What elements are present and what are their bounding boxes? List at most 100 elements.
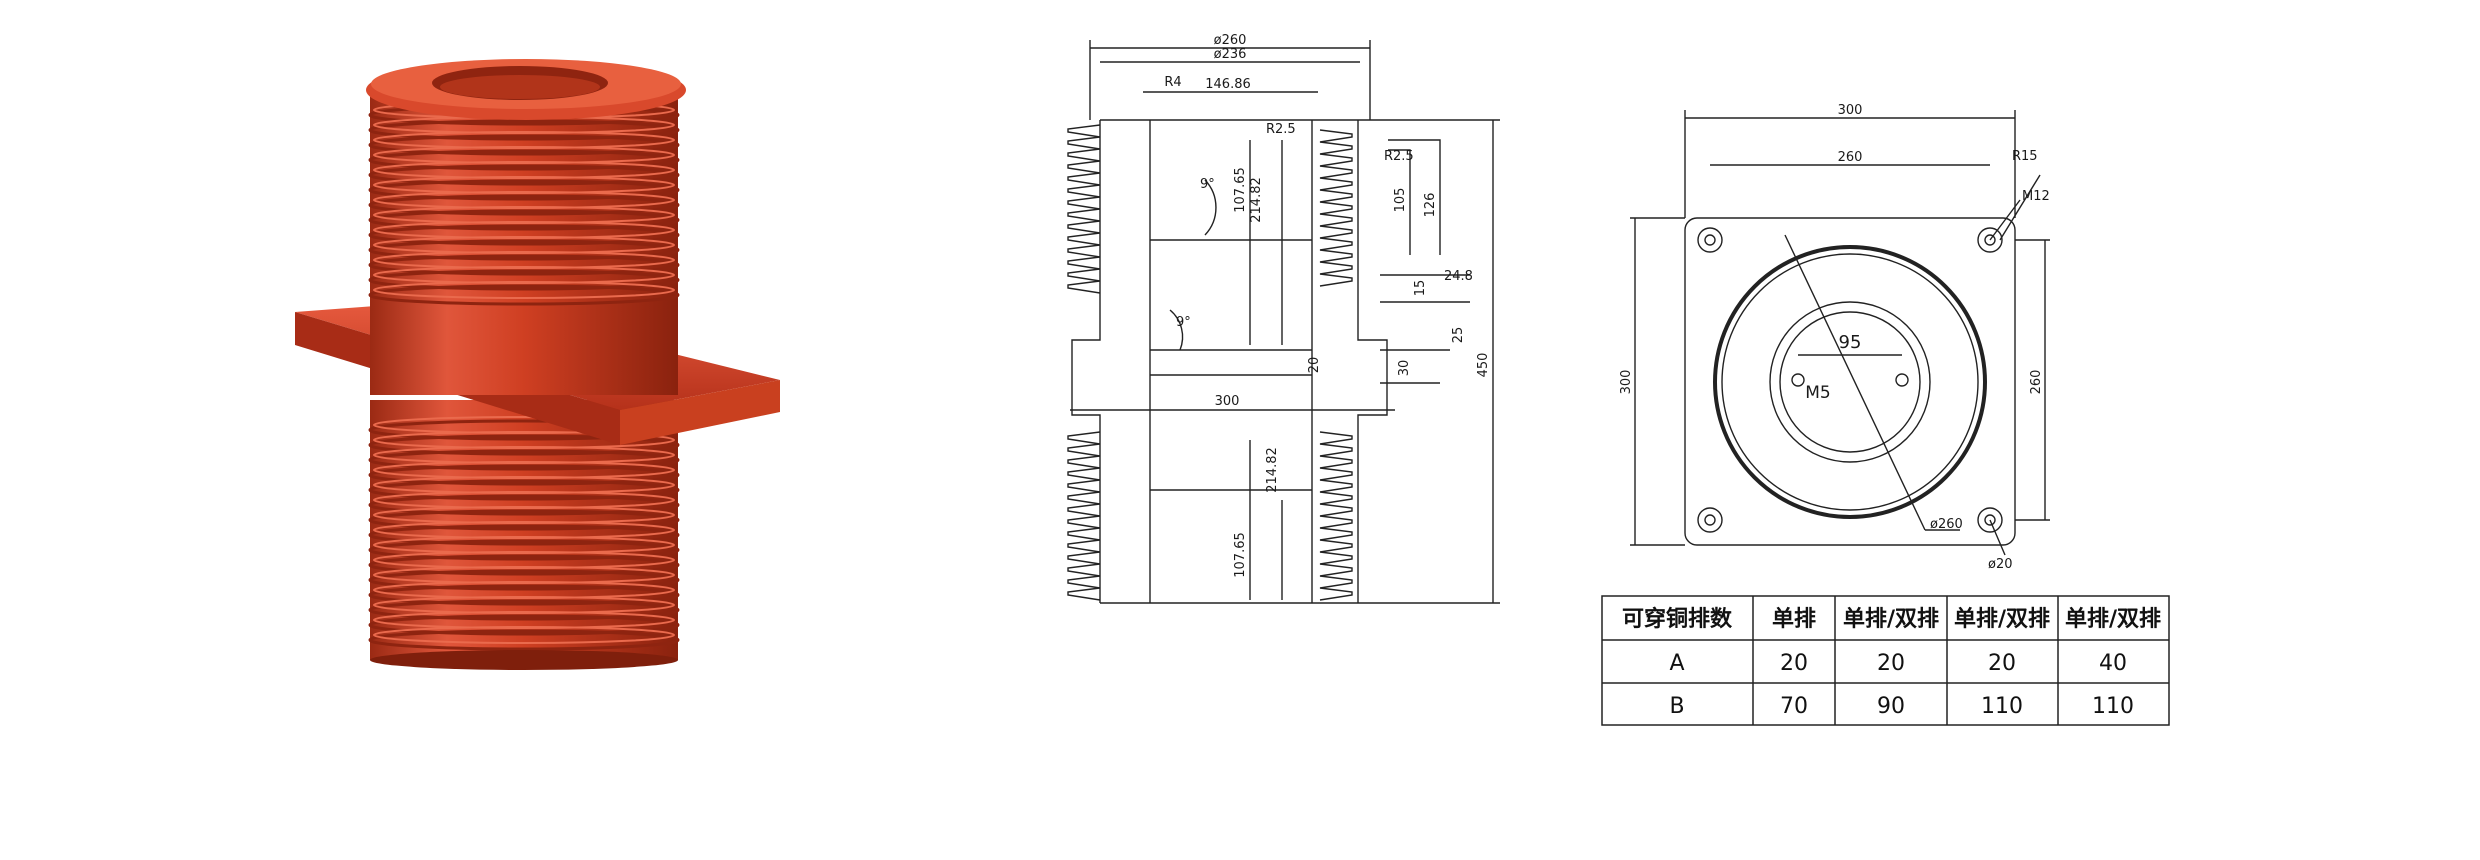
inner-ring — [1769, 301, 1931, 463]
shed-rib — [368, 119, 680, 141]
angle-label-1: 9° — [1200, 177, 1215, 192]
bottom-edge — [370, 650, 678, 670]
front-elevation — [1067, 40, 1500, 604]
table-cell: 20 — [1988, 651, 2016, 676]
shed-profile-path — [1319, 431, 1353, 601]
table-border — [1601, 595, 2170, 726]
shed-rib — [368, 494, 680, 516]
dim-300-width: 300 — [1215, 394, 1240, 409]
m5-hole-left — [1791, 373, 1805, 387]
outer-ring — [1713, 245, 1987, 519]
front-elevation-labels: ø260 ø236 R4 146.86 R2.5 R2.5 107.65 214… — [1164, 33, 1491, 578]
shed-rib — [368, 584, 680, 606]
shed-rib-highlight — [373, 626, 675, 644]
top-bore-inner — [440, 75, 600, 99]
bolt-hole-tr — [1977, 227, 2003, 253]
bolt-hole-tr-core — [1984, 234, 1996, 246]
dim-24-8: 24.8 — [1444, 269, 1473, 284]
height-dim-lines — [1358, 119, 1500, 604]
dim-20: 20 — [1307, 357, 1322, 374]
shed-rib — [368, 569, 680, 591]
shed-rib — [368, 149, 680, 171]
shed-profile-path — [1319, 129, 1353, 287]
dim-d20: ø20 — [1988, 557, 2013, 572]
dim-m12: M12 — [2022, 189, 2050, 204]
bore-lines — [1149, 120, 1313, 603]
shed-rib — [368, 164, 680, 186]
bolt-hole-br — [1977, 507, 2003, 533]
table-cell: A — [1669, 651, 1684, 676]
table-cell: 40 — [2099, 651, 2127, 676]
right-shed-profile — [1319, 129, 1353, 601]
shed-rib — [368, 269, 680, 291]
dim-450: 450 — [1476, 353, 1491, 378]
table-cell: 90 — [1877, 694, 1905, 719]
shed-rib — [368, 209, 680, 231]
table-cell: 20 — [1877, 651, 1905, 676]
dim-r2-5-a: R2.5 — [1266, 122, 1296, 137]
bore — [1779, 311, 1921, 453]
shed-rib — [368, 239, 680, 261]
lower-ribs — [368, 416, 680, 651]
dim-300-top: 300 — [1838, 103, 1863, 118]
table-cell: 20 — [1780, 651, 1808, 676]
shed-profile-path — [1067, 124, 1101, 294]
shed-rib — [368, 629, 680, 651]
dim-300-side: 300 — [1619, 370, 1634, 395]
vertical-dim-lines — [1249, 140, 1283, 600]
table-cell: 110 — [1981, 694, 2023, 719]
dim-30: 30 — [1397, 360, 1412, 377]
table-cell: B — [1669, 694, 1684, 719]
dim-260-top: 260 — [1838, 150, 1863, 165]
shed-rib — [368, 479, 680, 501]
table-cell: 110 — [2092, 694, 2134, 719]
dim-15: 15 — [1413, 280, 1428, 297]
shed-rib — [368, 224, 680, 246]
bolt-hole-tl-core — [1704, 234, 1716, 246]
dim-214-82-top: 214.82 — [1249, 177, 1264, 223]
bolt-hole-tl — [1697, 227, 1723, 253]
dim-r15: R15 — [2012, 149, 2038, 164]
side-dim-lines — [1630, 217, 2050, 546]
shed-rib — [368, 194, 680, 216]
shed-rib — [368, 434, 680, 456]
side-dim-lines — [1380, 139, 1470, 384]
shed-rib — [368, 254, 680, 276]
flange-square — [1684, 217, 2016, 546]
top-view-labels: 300 260 R15 M12 300 260 95 M5 ø260 ø20 — [1619, 103, 2050, 572]
shed-rib — [368, 599, 680, 621]
leader-lines — [1925, 174, 2041, 556]
shed-rib — [368, 509, 680, 531]
dim-126: 126 — [1423, 193, 1438, 218]
angle-label-2: 9° — [1176, 315, 1191, 330]
bolt-hole-br-core — [1984, 514, 1996, 526]
bore-sections — [1150, 239, 1312, 491]
shed-rib — [368, 614, 680, 636]
flange-side — [620, 380, 780, 445]
body-outline — [1071, 119, 1388, 603]
dim-d260: ø260 — [1214, 33, 1247, 48]
shed-rib — [368, 134, 680, 156]
left-shed-profile — [1067, 124, 1101, 601]
shed-rib — [368, 464, 680, 486]
table-cell: 70 — [1780, 694, 1808, 719]
angle-arc-2 — [1169, 309, 1184, 351]
dim-25: 25 — [1451, 327, 1466, 344]
table-header-2: 单排/双排 — [1843, 607, 1939, 632]
table-col-lines — [1752, 596, 2059, 725]
bolt-hole-bl-core — [1704, 514, 1716, 526]
outer-ring-inner — [1721, 253, 1979, 511]
shed-rib — [368, 284, 680, 306]
shed-rib-highlight — [373, 281, 675, 299]
shed-rib — [368, 449, 680, 471]
table-header-0: 可穿铜排数 — [1622, 606, 1733, 632]
shed-rib — [368, 179, 680, 201]
bolt-hole-bl — [1697, 507, 1723, 533]
top-dim-lines — [1684, 110, 2016, 218]
dim-260-side: 260 — [2029, 370, 2044, 395]
upper-ribs — [368, 101, 680, 306]
dim-r2-5-b: R2.5 — [1384, 149, 1414, 164]
shed-rib — [368, 554, 680, 576]
insulator-illustration — [295, 59, 780, 670]
